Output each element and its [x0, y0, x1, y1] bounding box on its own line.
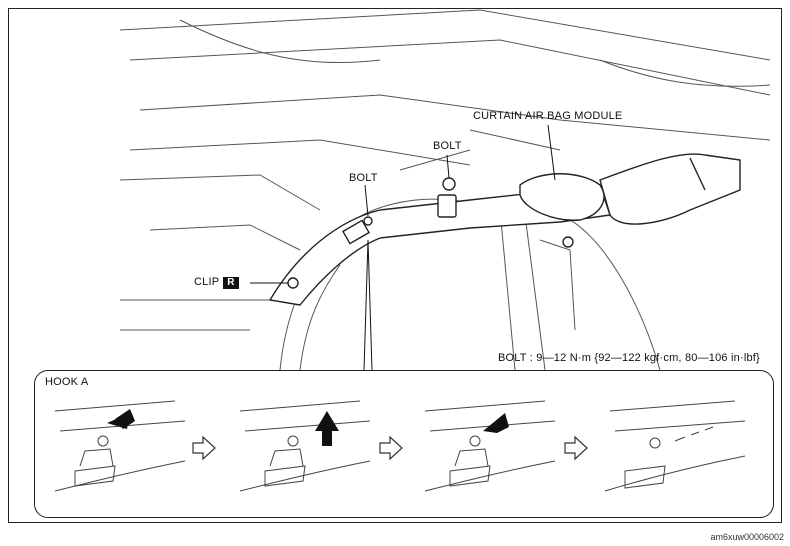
bolt-label-left: BOLT — [349, 172, 378, 184]
curtain-module-label: CURTAIN AIR BAG MODULE — [473, 110, 623, 122]
push-arrow-icon — [107, 409, 135, 429]
hook-steps-illustration — [54, 400, 746, 492]
figure-frame — [8, 8, 782, 523]
arrow-right-outline-icon — [192, 435, 216, 461]
arrow-right-outline-icon — [564, 435, 588, 461]
bolt-label-right: BOLT — [433, 140, 462, 152]
clip-badge: R — [223, 277, 239, 289]
hook-detail-inset: HOOK A — [34, 370, 774, 518]
torque-spec: BOLT : 9—12 N·m {92—122 kgf·cm, 80—106 i… — [498, 352, 760, 364]
figure-code: am6xuw00006002 — [710, 532, 784, 542]
push-arrow-icon — [483, 413, 509, 433]
arrow-right-outline-icon — [379, 435, 403, 461]
hook-label: HOOK A — [45, 376, 89, 388]
clip-text: CLIP — [194, 276, 220, 288]
push-arrow-icon — [315, 411, 339, 446]
